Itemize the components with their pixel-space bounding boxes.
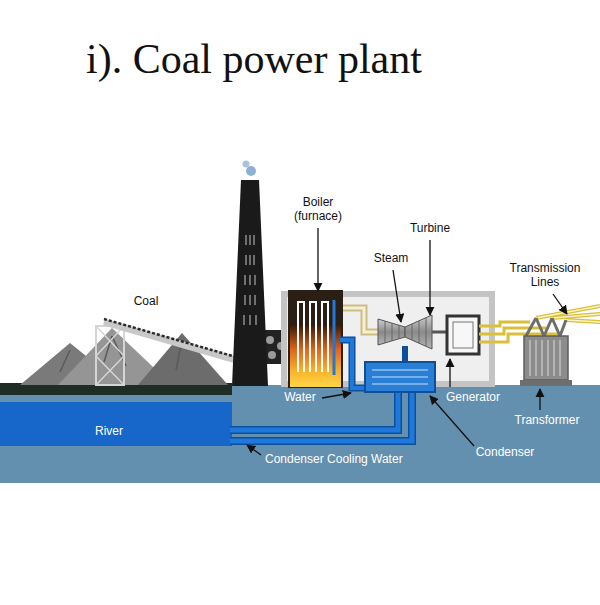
leader-arrows-part [539,389,540,410]
water-pipe-part [340,340,366,388]
boiler-furnace-part [298,302,328,372]
generator-part [453,322,473,348]
ground-part [0,402,232,446]
transformer-part [524,336,568,380]
condenser-part [372,370,428,384]
ground [0,383,600,483]
generator-part [447,316,479,354]
cooling-pipes-part [230,392,398,430]
part-label: Boiler (furnace) [286,196,350,224]
part-label: Transmission Lines [499,262,591,290]
water-pipe-part [340,340,366,388]
part-label: Water [284,391,316,405]
leader-arrows-part [449,359,450,387]
transformer-part [530,340,560,376]
leader-arrows-part [429,240,430,315]
part-label: Generator [446,391,500,405]
cooling-pipes [230,392,412,441]
part-label: River [95,425,123,439]
chimney-part [243,161,250,168]
steam-pipe [343,308,405,362]
title: i). Coal power plant [86,36,422,82]
part-label: Steam [374,252,409,266]
cooling-pipes-part [230,392,412,441]
turbine-part [432,331,447,334]
transformer-part [520,380,572,386]
part-label: Turbine [410,222,450,236]
steam-pipe-part [343,308,380,332]
boiler-furnace [288,290,343,388]
steam-pipe-part [343,308,380,332]
cooling-pipes-part [230,392,398,430]
turbine-part [385,318,426,346]
cooling-pipes-part [230,392,412,441]
condenser-part [365,362,435,392]
part-label: Condenser Cooling Water [265,453,403,467]
conveyor-tower-part [96,326,124,385]
plant-building [284,294,492,384]
power-cables-part [536,306,600,322]
conveyor-tower-part [96,326,124,385]
boiler-furnace-part [333,300,336,375]
plant-building-part [284,294,492,384]
turbine [378,315,447,349]
flue-duct-part [268,351,276,359]
part-label: Condenser [476,446,535,460]
leader-arrows-part [317,228,318,291]
chimney-part [246,166,256,176]
steam-pipe-part [402,346,408,362]
conveyor-tower [96,326,124,385]
water-pipe [340,340,366,388]
part-label: Transformer [515,414,580,428]
generator [447,316,479,354]
transformer [520,318,572,386]
leader-arrows-part [322,393,351,398]
chimney [232,161,268,387]
ground-part [0,385,600,483]
flue-duct-part [266,336,274,344]
transformer-part [526,318,566,336]
power-cables-part [536,306,600,322]
chimney-part [244,235,256,325]
condenser [365,362,435,392]
chimney-part [232,180,268,386]
leader-arrows-part [247,445,261,455]
part-label: Coal [134,295,159,309]
boiler-furnace-part [288,290,343,388]
leader-arrows-part [553,294,567,314]
leader-arrows-part [393,270,401,322]
